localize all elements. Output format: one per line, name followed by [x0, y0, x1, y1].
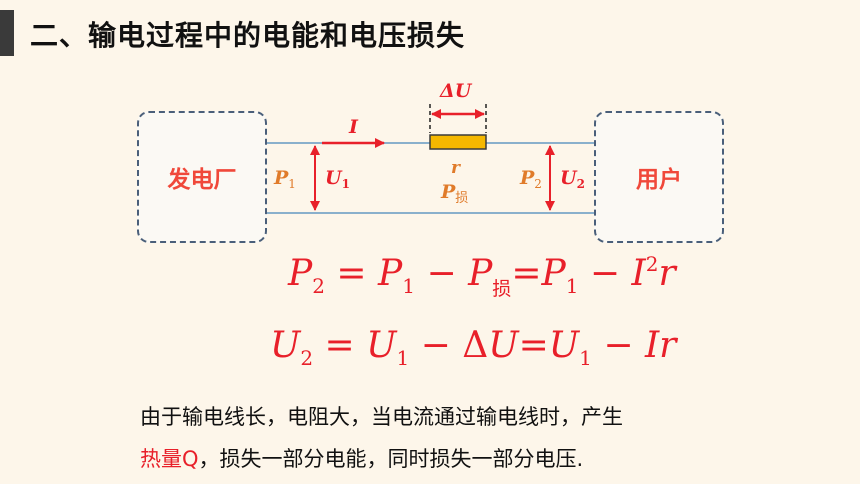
resistor-label: r	[451, 158, 461, 178]
p2-label: P2	[519, 167, 542, 191]
u2-label: U2	[560, 167, 585, 191]
p1-label: P1	[273, 167, 296, 191]
delta-u-label: ΔU	[439, 80, 473, 102]
title-accent-bar	[0, 10, 14, 56]
resistor	[429, 134, 487, 150]
heat-q-highlight: 热量Q	[140, 447, 199, 471]
u1-label: U1	[325, 167, 350, 191]
user-box: 用户	[594, 111, 724, 243]
description-line-2-rest: ，损失一部分电能，同时损失一部分电压.	[198, 447, 584, 471]
current-label: I	[348, 116, 359, 138]
power-equation: P2 = P1 − P损=P1 − I2r	[288, 252, 676, 300]
user-label: 用户	[636, 167, 682, 193]
power-plant-label: 发电厂	[167, 167, 237, 193]
description-line-2: 热量Q，损失一部分电能，同时损失一部分电压.	[140, 443, 583, 473]
p-loss-label: P损	[440, 181, 468, 206]
p-loss-subscript: 损	[455, 191, 468, 206]
power-plant-box: 发电厂	[137, 111, 267, 243]
voltage-equation: U2 = U1 − ΔU=U1 − Ir	[270, 325, 677, 370]
transmission-diagram: ΔU I r P损 P1 U1 P2 U2	[266, 80, 595, 214]
description-line-1: 由于输电线长，电阻大，当电流通过输电线时，产生	[140, 405, 623, 429]
page-title: 二、输电过程中的电能和电压损失	[30, 19, 466, 52]
